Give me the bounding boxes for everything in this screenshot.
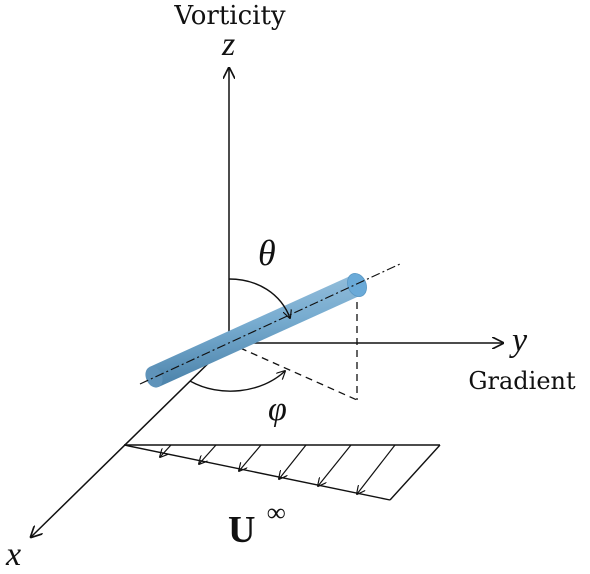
- theta-arc: [228, 278, 290, 318]
- fiber-rod-start-cap: [145, 366, 163, 388]
- gradient-label: Gradient: [468, 367, 576, 395]
- flow-velocity-superscript: ∞: [267, 498, 286, 527]
- phi-arc: [189, 371, 285, 392]
- flow-velocity-label: U: [228, 509, 255, 551]
- x-axis: [31, 342, 230, 537]
- projection-line-ground: [228, 342, 358, 401]
- vorticity-label: Vorticity: [173, 1, 286, 31]
- shear-flow-profile: [123, 444, 441, 501]
- z-axis-label: z: [221, 26, 235, 63]
- theta-label: θ: [258, 233, 276, 273]
- flow-arrow: [279, 444, 307, 479]
- flow-arrow: [239, 444, 262, 471]
- flow-arrow: [199, 444, 217, 464]
- y-axis-label: y: [509, 322, 528, 359]
- x-axis-label: x: [5, 536, 21, 573]
- fiber-axis-line: [139, 263, 401, 385]
- fiber-rod-end-cap: [347, 273, 367, 297]
- flow-arrow: [318, 444, 352, 486]
- flow-arrow: [160, 444, 172, 457]
- flow-arrow: [357, 444, 396, 494]
- flow-velocity-symbol: U: [228, 509, 255, 551]
- phi-label: φ: [268, 391, 287, 428]
